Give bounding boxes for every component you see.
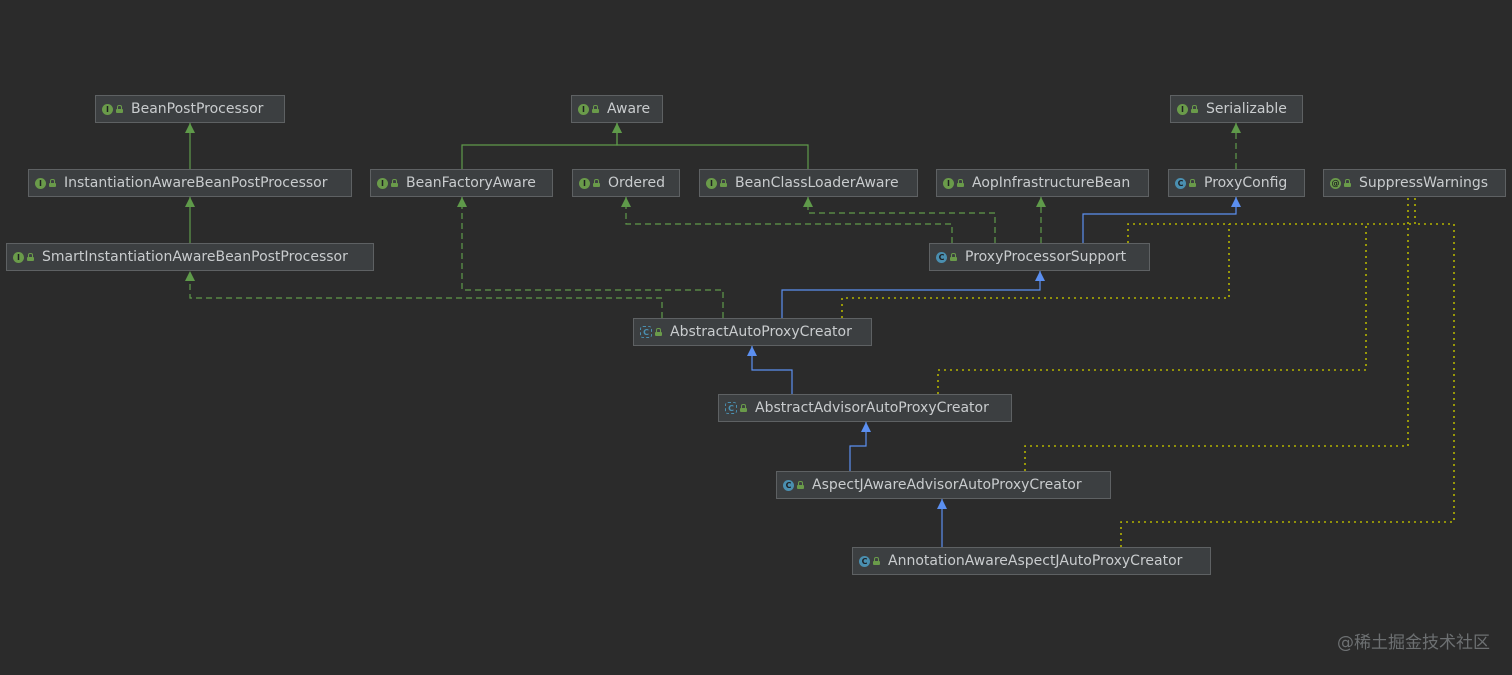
public-lock-icon (49, 179, 56, 187)
watermark: @稀土掘金技术社区 (1337, 633, 1490, 653)
annotation-icon: @ (1330, 177, 1341, 189)
interface-icon: I (578, 103, 589, 115)
edge-extends-interface-beanclassloaderaware-to-aware (616, 123, 809, 169)
edge-annotated-abstractadvisorautoproxycreator-to-suppresswarnings (937, 224, 1367, 394)
public-lock-icon (1189, 179, 1196, 187)
abstract-class-icon: C (640, 326, 652, 338)
public-lock-icon (655, 328, 662, 336)
node-beanpostprocessor[interactable]: I BeanPostProcessor (95, 95, 285, 123)
public-lock-icon (873, 557, 880, 565)
edge-extends-class-aspectjawareadvisorautoproxycreator-to-abstractadvisorautoproxycreator (849, 422, 867, 471)
edge-extends-class-abstractadvisorautoproxycreator-to-abstractautoproxycreator (751, 346, 793, 394)
edge-arrowhead (185, 123, 195, 133)
edge-arrowhead (937, 499, 947, 509)
edge-arrowhead (803, 197, 813, 207)
edge-implements-proxyprocessorsupport-to-ordered (625, 197, 953, 243)
node-label: AopInfrastructureBean (972, 175, 1131, 191)
public-lock-icon (797, 481, 804, 489)
class-icon: C (1175, 177, 1186, 189)
node-label: AspectJAwareAdvisorAutoProxyCreator (812, 477, 1082, 493)
edge-annotated-aspectjawareadvisorautoproxycreator-to-suppresswarnings (1024, 197, 1409, 471)
public-lock-icon (27, 253, 34, 261)
node-label: ProxyConfig (1204, 175, 1288, 191)
node-annotationawareaspectjautoproxycreator[interactable]: C AnnotationAwareAspectJAutoProxyCreator (852, 547, 1211, 575)
public-lock-icon (1344, 179, 1351, 187)
public-lock-icon (950, 253, 957, 261)
abstract-class-icon: C (725, 402, 737, 414)
interface-icon: I (377, 177, 388, 189)
interface-icon: I (579, 177, 590, 189)
node-proxyprocessorsupport[interactable]: C ProxyProcessorSupport (929, 243, 1150, 271)
public-lock-icon (593, 179, 600, 187)
edge-arrowhead (185, 197, 195, 207)
node-label: InstantiationAwareBeanPostProcessor (64, 175, 328, 191)
node-instantiationawarebeanpostprocessor[interactable]: I InstantiationAwareBeanPostProcessor (28, 169, 352, 197)
public-lock-icon (740, 404, 747, 412)
edge-extends-class-abstractautoproxycreator-to-proxyprocessorsupport (781, 271, 1041, 318)
node-ordered[interactable]: I Ordered (572, 169, 680, 197)
node-label: SmartInstantiationAwareBeanPostProcessor (42, 249, 348, 265)
interface-icon: I (943, 177, 954, 189)
class-icon: C (783, 479, 794, 491)
interface-icon: I (35, 177, 46, 189)
edge-annotated-proxyconfig-to-suppresswarnings (1127, 197, 1416, 243)
edge-arrowhead (1035, 271, 1045, 281)
node-abstractautoproxycreator[interactable]: C AbstractAutoProxyCreator (633, 318, 872, 346)
node-serializable[interactable]: I Serializable (1170, 95, 1303, 123)
node-label: SuppressWarnings (1359, 175, 1489, 191)
interface-icon: I (706, 177, 717, 189)
edge-extends-class-proxyprocessorsupport-to-proxyconfig (1082, 197, 1237, 243)
public-lock-icon (957, 179, 964, 187)
edge-arrowhead (1231, 123, 1241, 133)
node-proxyconfig[interactable]: C ProxyConfig (1168, 169, 1305, 197)
interface-icon: I (102, 103, 113, 115)
edge-arrowhead (861, 422, 871, 432)
node-aware[interactable]: I Aware (571, 95, 663, 123)
node-label: BeanClassLoaderAware (735, 175, 899, 191)
node-aspectjawareadvisorautoproxycreator[interactable]: C AspectJAwareAdvisorAutoProxyCreator (776, 471, 1111, 499)
edge-annotated-annotationawareaspectjautoproxycreator-to-suppresswarnings (1120, 223, 1455, 547)
node-label: Aware (607, 101, 651, 117)
edge-arrowhead (747, 346, 757, 356)
edge-implements-abstractautoproxycreator-to-smartinstantiationaware (189, 271, 663, 318)
public-lock-icon (1191, 105, 1198, 113)
edge-arrowhead (1036, 197, 1046, 207)
node-label: Serializable (1206, 101, 1287, 117)
edge-extends-interface-beanfactoryaware-to-aware (461, 123, 618, 169)
node-label: BeanPostProcessor (131, 101, 264, 117)
node-aopinfrastructurebean[interactable]: I AopInfrastructureBean (936, 169, 1149, 197)
public-lock-icon (116, 105, 123, 113)
node-suppresswarnings[interactable]: @ SuppressWarnings (1323, 169, 1506, 197)
node-label: AbstractAutoProxyCreator (670, 324, 852, 340)
edge-annotated-abstractautoproxycreator-to-suppresswarnings (841, 224, 1230, 318)
class-icon: C (936, 251, 947, 263)
node-label: AnnotationAwareAspectJAutoProxyCreator (888, 553, 1183, 569)
node-smartinstantiationawarebeanpostprocessor[interactable]: I SmartInstantiationAwareBeanPostProcess… (6, 243, 374, 271)
node-beanclassloaderaware[interactable]: I BeanClassLoaderAware (699, 169, 918, 197)
public-lock-icon (592, 105, 599, 113)
node-label: AbstractAdvisorAutoProxyCreator (755, 400, 989, 416)
node-abstractadvisorautoproxycreator[interactable]: C AbstractAdvisorAutoProxyCreator (718, 394, 1012, 422)
edge-implements-proxyprocessorsupport-to-beanclassloaderaware (807, 197, 996, 243)
node-label: Ordered (608, 175, 665, 191)
node-beanfactoryaware[interactable]: I BeanFactoryAware (370, 169, 553, 197)
edge-implements-abstractautoproxycreator-to-beanfactoryaware (461, 197, 724, 318)
node-label: ProxyProcessorSupport (965, 249, 1127, 265)
edge-arrowhead (1231, 197, 1241, 207)
interface-icon: I (13, 251, 24, 263)
class-icon: C (859, 555, 870, 567)
edge-arrowhead (621, 197, 631, 207)
interface-icon: I (1177, 103, 1188, 115)
edge-arrowhead (185, 271, 195, 281)
edge-arrowhead (457, 197, 467, 207)
public-lock-icon (391, 179, 398, 187)
node-label: BeanFactoryAware (406, 175, 536, 191)
edge-arrowhead (612, 123, 622, 133)
public-lock-icon (720, 179, 727, 187)
